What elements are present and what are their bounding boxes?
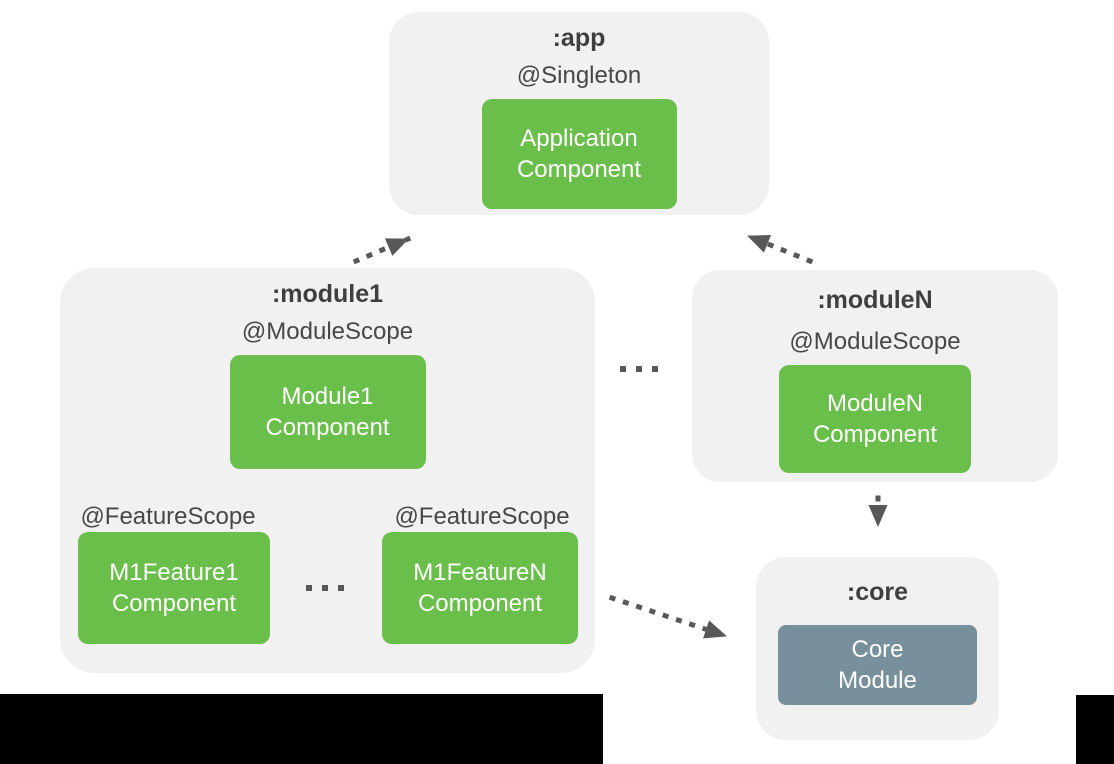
ellipsis-dot-icon xyxy=(652,366,658,372)
m1featureN-component-line1: M1FeatureN xyxy=(413,559,547,586)
ellipsis-dot-icon xyxy=(306,585,312,591)
group-core: :core Core Module xyxy=(756,557,999,740)
ellipsis-between-features-icon xyxy=(306,585,344,591)
ellipsis-dot-icon xyxy=(322,585,328,591)
group-moduleN: :moduleN @ModuleScope ModuleN Component xyxy=(692,270,1058,482)
m1feature1-component-line2: Component xyxy=(111,590,237,617)
arrow-module1-to-app-icon xyxy=(352,235,412,265)
ellipsis-dot-icon xyxy=(620,366,626,372)
moduleN-component-node: ModuleN Component xyxy=(779,365,971,473)
arrow-module1-to-core-icon xyxy=(608,594,730,640)
module1-component-node: Module1 Component xyxy=(229,355,426,469)
m1featureN-component-line2: Component xyxy=(417,590,543,617)
core-module-line2: Module xyxy=(838,667,917,694)
group-app: :app @Singleton Application Component xyxy=(389,12,769,215)
group-module1-scope-label: @ModuleScope xyxy=(241,318,414,345)
letterbox-bottom-right xyxy=(1076,695,1114,764)
ellipsis-dot-icon xyxy=(636,366,642,372)
feature1-scope-label: @FeatureScope xyxy=(80,503,256,530)
application-component-line1: Application xyxy=(520,125,638,152)
core-module-node: Core Module xyxy=(778,625,977,705)
application-component-node: Application Component xyxy=(481,99,677,209)
ellipsis-between-modules-icon xyxy=(620,366,658,372)
application-component-line2: Component xyxy=(516,156,642,183)
group-app-scope-label: @Singleton xyxy=(516,62,642,89)
ellipsis-dot-icon xyxy=(338,585,344,591)
moduleN-component-line2: Component xyxy=(812,421,938,448)
moduleN-component-line1: ModuleN xyxy=(826,390,924,417)
group-app-title: :app xyxy=(552,24,606,52)
arrow-moduleN-to-app-icon xyxy=(744,232,814,265)
module1-component-line2: Component xyxy=(265,414,390,441)
letterbox-bottom-left xyxy=(0,694,603,764)
group-module1-title: :module1 xyxy=(271,280,384,308)
m1featureN-component-node: M1FeatureN Component xyxy=(382,532,578,644)
core-module-line1: Core xyxy=(851,636,904,663)
m1feature1-component-node: M1Feature1 Component xyxy=(78,532,270,644)
group-core-title: :core xyxy=(846,578,909,606)
group-module1: :module1 @ModuleScope Module1 Component … xyxy=(60,268,595,673)
group-moduleN-title: :moduleN xyxy=(817,286,933,314)
featureN-scope-label: @FeatureScope xyxy=(394,503,570,530)
group-moduleN-scope-label: @ModuleScope xyxy=(789,328,961,355)
m1feature1-component-line1: M1Feature1 xyxy=(109,559,239,586)
module1-component-line1: Module1 xyxy=(281,383,374,410)
